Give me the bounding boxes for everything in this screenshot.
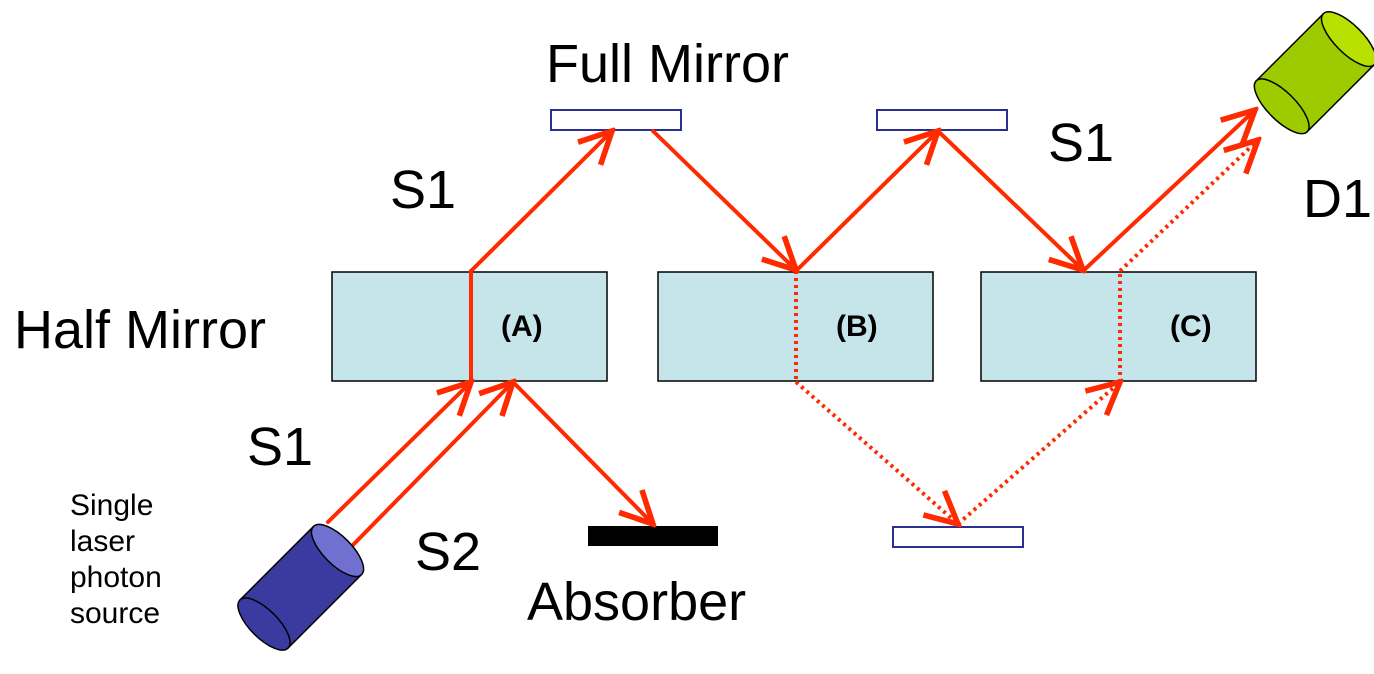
dotted-c-to-detector (1118, 140, 1258, 273)
label-s2: S2 (415, 522, 482, 582)
beam-mirror2-to-c (936, 129, 1083, 270)
label-s1-top: S1 (390, 160, 457, 220)
label-photon-source: Single laser photon source (70, 488, 190, 632)
dotted-b-to-mirror3 (794, 380, 958, 524)
detector-d1-icon (1253, 11, 1374, 135)
full-mirror-3 (892, 526, 1024, 548)
source-line-1: Single (70, 489, 154, 522)
absorber-plate (588, 526, 718, 546)
label-full-mirror: Full Mirror (546, 34, 789, 94)
source-line-3: photon (70, 561, 162, 594)
full-mirror-1 (550, 109, 682, 131)
full-mirror-2 (876, 109, 1008, 131)
label-d1: D1 (1303, 169, 1373, 229)
beam-a-to-absorber (511, 380, 653, 524)
label-box-c: (C) (1170, 310, 1212, 343)
label-half-mirror: Half Mirror (14, 300, 266, 360)
source-line-2: laser (70, 525, 136, 558)
beam-a-to-mirror1 (469, 131, 612, 273)
photon-source-icon (237, 523, 365, 651)
beam-mirror1-to-b (651, 129, 796, 270)
beam-s2-source-to-a (348, 382, 513, 550)
label-absorber: Absorber (527, 572, 747, 632)
label-box-b: (B) (836, 310, 878, 343)
label-s1-right: S1 (1048, 113, 1115, 173)
beam-s1-source-to-a (326, 382, 471, 524)
dotted-mirror3-to-c (956, 382, 1120, 526)
source-line-4: source (70, 597, 161, 630)
beam-b-to-mirror2 (794, 131, 938, 273)
label-box-a: (A) (501, 310, 543, 343)
label-s1-bottom: S1 (247, 417, 314, 477)
